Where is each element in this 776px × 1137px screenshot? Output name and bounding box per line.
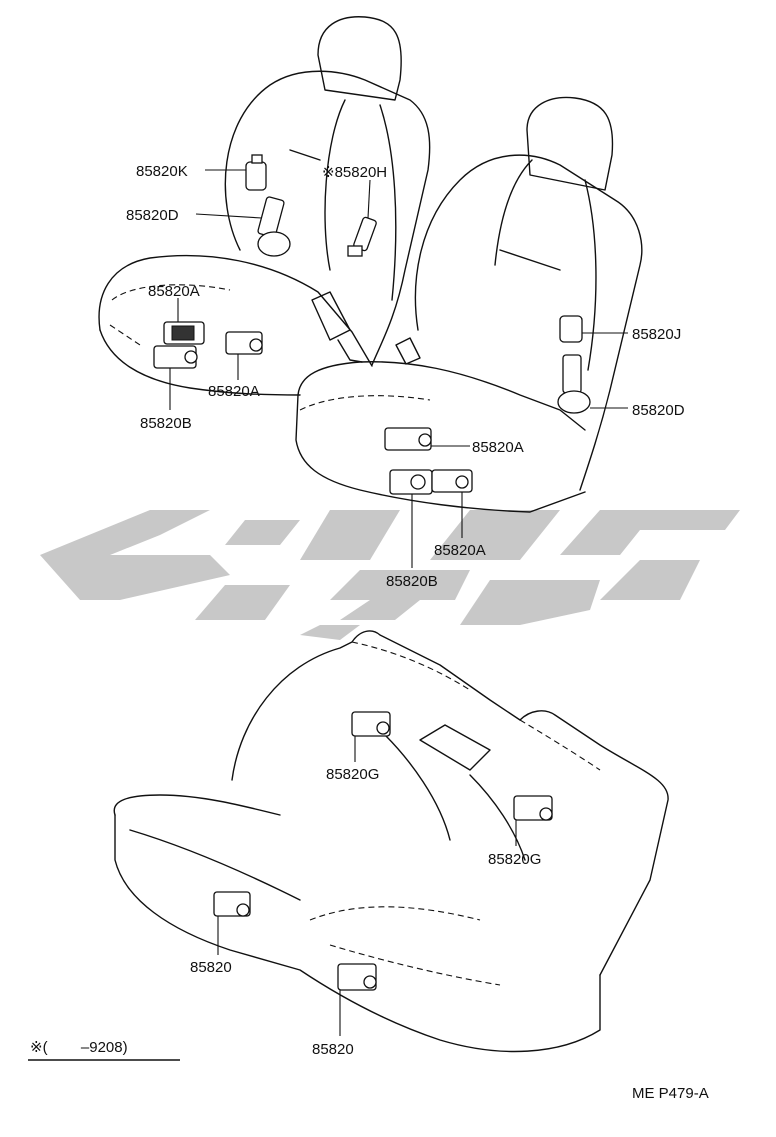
- motor-85820-bottom: [337, 963, 377, 991]
- label-85820g-upper: 85820G: [326, 766, 379, 783]
- label-85820j: 85820J: [632, 326, 681, 343]
- leader-lines: [169, 169, 628, 1036]
- motor-85820d-right: [557, 354, 591, 414]
- front-right-seat: [295, 96, 643, 513]
- label-85820b-right: 85820B: [386, 573, 438, 590]
- motor-85820g-upper: [351, 711, 391, 737]
- label-85820d-right: 85820D: [632, 402, 685, 419]
- label-85820b-left: 85820B: [140, 415, 192, 432]
- label-85820a-left-bottom: 85820A: [208, 383, 260, 400]
- motor-85820a-left-top: [163, 321, 205, 345]
- label-85820k: 85820K: [136, 163, 188, 180]
- diagram-code: ME P479-A: [632, 1085, 709, 1102]
- label-85820-left: 85820: [190, 959, 232, 976]
- motor-85820h: [347, 216, 377, 257]
- motor-85820a-right-top: [384, 427, 432, 451]
- label-85820d-left: 85820D: [126, 207, 179, 224]
- label-85820g-right: 85820G: [488, 851, 541, 868]
- label-85820a-right-bottom: 85820A: [434, 542, 486, 559]
- label-85820a-right-top: 85820A: [472, 439, 524, 456]
- label-85820h: ※85820H: [322, 164, 387, 181]
- label-85820-bottom: 85820: [312, 1041, 354, 1058]
- front-left-seat: [98, 16, 431, 396]
- motor-85820k: [245, 154, 267, 191]
- motor-85820-left: [213, 891, 251, 917]
- motor-85820b-right: [389, 469, 433, 495]
- label-85820a-left-top: 85820A: [148, 283, 200, 300]
- rear-bench-seat: [113, 630, 669, 1053]
- motor-85820j: [559, 315, 583, 343]
- motor-85820a-right-bottom: [431, 469, 473, 493]
- motor-85820d-left: [257, 196, 291, 257]
- motor-85820g-right: [513, 795, 553, 821]
- footnote: ※( –9208): [30, 1039, 128, 1056]
- motor-85820a-left-bottom: [225, 331, 263, 355]
- motor-85820b-left: [153, 345, 198, 369]
